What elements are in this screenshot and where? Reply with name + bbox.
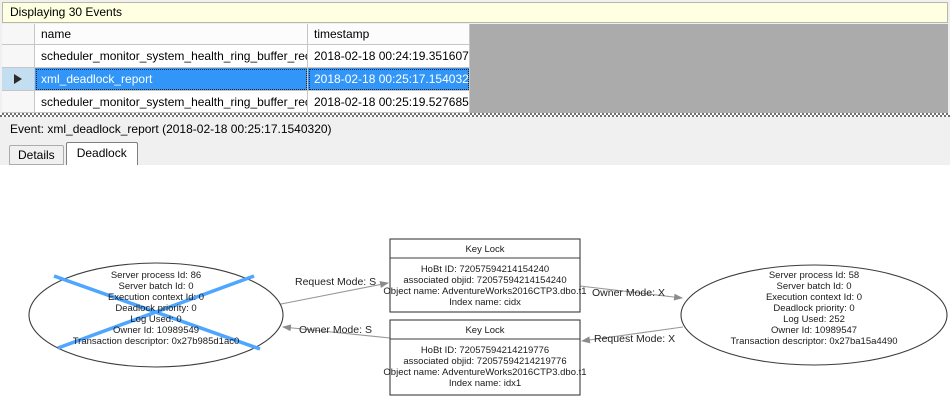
svg-text:Key Lock: Key Lock	[465, 244, 504, 255]
event-timestamp-cell[interactable]: 2018-02-18 00:25:17.1540320	[308, 68, 470, 91]
svg-text:Owner Id: 10989549: Owner Id: 10989549	[113, 325, 199, 336]
row-selector-cell[interactable]	[2, 91, 35, 113]
event-timestamp-cell[interactable]: 2018-02-18 00:24:19.3516078	[308, 45, 470, 68]
victim-process-node[interactable]: Server process Id: 86 Server batch Id: 0…	[28, 262, 284, 368]
svg-text:Log Used: 0: Log Used: 0	[130, 314, 181, 325]
svg-text:Deadlock priority: 0: Deadlock priority: 0	[115, 303, 196, 314]
tab-details[interactable]: Details	[9, 145, 64, 165]
events-grid[interactable]: name timestamp scheduler_monitor_system_…	[2, 24, 948, 113]
key-lock-bottom-node[interactable]: Key Lock HoBt ID: 72057594214219776 asso…	[383, 319, 587, 396]
column-header-name[interactable]: name	[35, 24, 308, 45]
event-summary-bar: Event: xml_deadlock_report (2018-02-18 0…	[0, 117, 950, 141]
edge-owner-s-arrow	[282, 324, 391, 339]
svg-text:Object name: AdventureWorks201: Object name: AdventureWorks2016CTP3.dbo.…	[383, 286, 586, 297]
row-selector-cell[interactable]	[2, 45, 35, 68]
deadlock-graph-pane: Server process Id: 86 Server batch Id: 0…	[0, 165, 950, 400]
svg-text:HoBt ID: 72057594214219776: HoBt ID: 72057594214219776	[421, 345, 549, 356]
edge-owner-x-arrow	[579, 285, 683, 301]
edge-owner-s-label: Owner Mode: S	[299, 324, 372, 336]
process-node-right[interactable]: Server process Id: 58 Server batch Id: 0…	[680, 264, 948, 366]
row-selector-cell[interactable]	[2, 68, 35, 91]
svg-text:Server batch Id: 0: Server batch Id: 0	[777, 281, 852, 292]
edge-request-x-arrow	[581, 326, 684, 344]
svg-text:Object name: AdventureWorks201: Object name: AdventureWorks2016CTP3.dbo.…	[383, 367, 586, 378]
current-row-arrow-icon	[14, 74, 22, 84]
svg-text:Execution context Id: 0: Execution context Id: 0	[108, 292, 204, 303]
tab-deadlock[interactable]: Deadlock	[65, 142, 138, 165]
svg-text:Server process Id: 58: Server process Id: 58	[769, 270, 859, 281]
grid-splitter[interactable]	[0, 113, 950, 117]
detail-tab-strip: Details Deadlock	[0, 141, 950, 165]
svg-text:Server process Id: 86: Server process Id: 86	[111, 270, 201, 281]
grid-corner-cell	[2, 24, 35, 45]
svg-text:Owner Id: 10989547: Owner Id: 10989547	[771, 325, 857, 336]
svg-text:Key Lock: Key Lock	[465, 325, 504, 336]
deadlock-graph: Server process Id: 86 Server batch Id: 0…	[28, 238, 948, 396]
events-count-bar: Displaying 30 Events	[2, 2, 948, 23]
event-name-cell[interactable]: xml_deadlock_report	[35, 68, 308, 91]
edge-owner-x-label: Owner Mode: X	[592, 287, 665, 299]
svg-text:Index name: cidx: Index name: cidx	[449, 297, 521, 308]
svg-text:Deadlock priority: 0: Deadlock priority: 0	[773, 303, 854, 314]
event-name-cell[interactable]: scheduler_monitor_system_health_ring_buf…	[35, 45, 308, 68]
edge-request-s-label: Request Mode: S	[295, 276, 376, 288]
svg-text:HoBt ID: 72057594214154240: HoBt ID: 72057594214154240	[421, 264, 549, 275]
key-lock-top-node[interactable]: Key Lock HoBt ID: 72057594214154240 asso…	[383, 238, 587, 313]
event-timestamp-cell[interactable]: 2018-02-18 00:25:19.5276859	[308, 91, 470, 113]
svg-text:Transaction descriptor: 0x27b9: Transaction descriptor: 0x27b985d1ac0	[73, 336, 240, 347]
svg-text:Transaction descriptor: 0x27ba: Transaction descriptor: 0x27ba15a4490	[730, 336, 897, 347]
svg-text:Execution context Id: 0: Execution context Id: 0	[766, 292, 862, 303]
svg-text:Server batch Id: 0: Server batch Id: 0	[119, 281, 194, 292]
edge-request-s-arrow	[275, 281, 389, 306]
svg-text:associated objid: 720575942141: associated objid: 72057594214154240	[403, 275, 566, 286]
edge-request-x-label: Request Mode: X	[594, 333, 675, 345]
svg-text:associated objid: 720575942142: associated objid: 72057594214219776	[403, 356, 566, 367]
column-header-timestamp[interactable]: timestamp	[308, 24, 470, 45]
svg-text:Log Used: 252: Log Used: 252	[783, 314, 845, 325]
svg-text:Index name: idx1: Index name: idx1	[449, 378, 521, 389]
event-name-cell[interactable]: scheduler_monitor_system_health_ring_buf…	[35, 91, 308, 113]
victim-x-icon	[57, 274, 255, 350]
